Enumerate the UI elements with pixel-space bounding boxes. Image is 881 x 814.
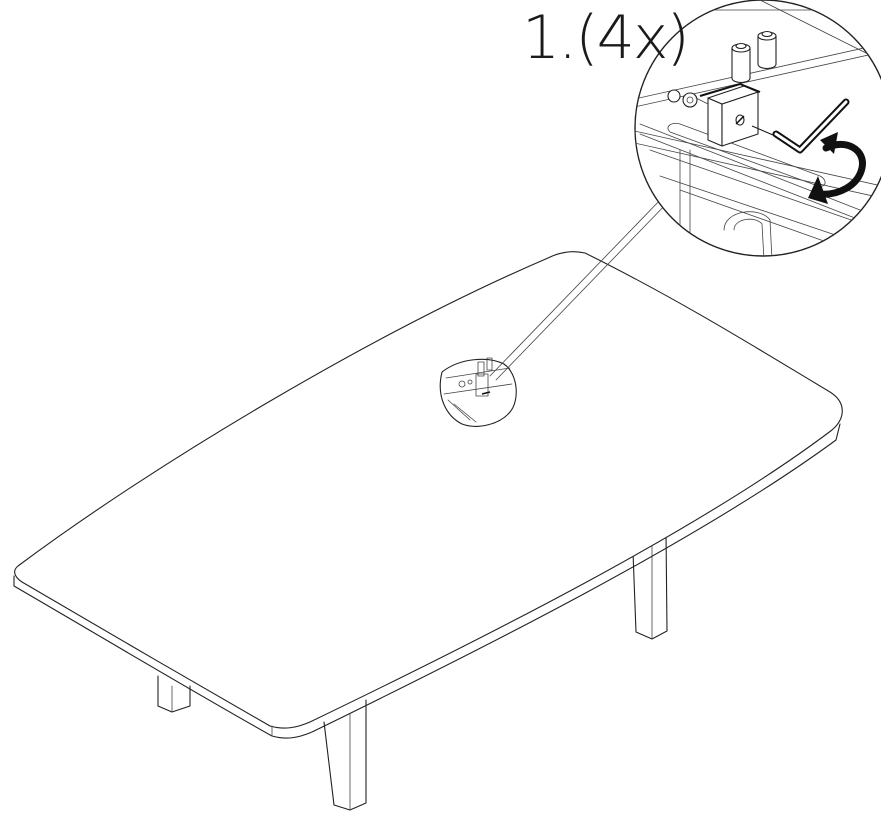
table-leg-back-right	[632, 531, 668, 640]
bolt	[667, 89, 709, 108]
guide-pins	[731, 30, 777, 84]
mounting-bracket	[699, 82, 761, 147]
allen-key-icon	[751, 98, 850, 154]
rotate-arrow-icon	[808, 132, 866, 204]
step-label: 1.(4x)	[522, 3, 690, 73]
table-leg-back-left	[157, 675, 191, 713]
leader-line	[489, 195, 671, 381]
magnified-detail	[634, 0, 881, 257]
table-top	[13, 251, 843, 739]
small-detail-inset	[439, 357, 517, 427]
table-leg-front	[323, 699, 367, 811]
